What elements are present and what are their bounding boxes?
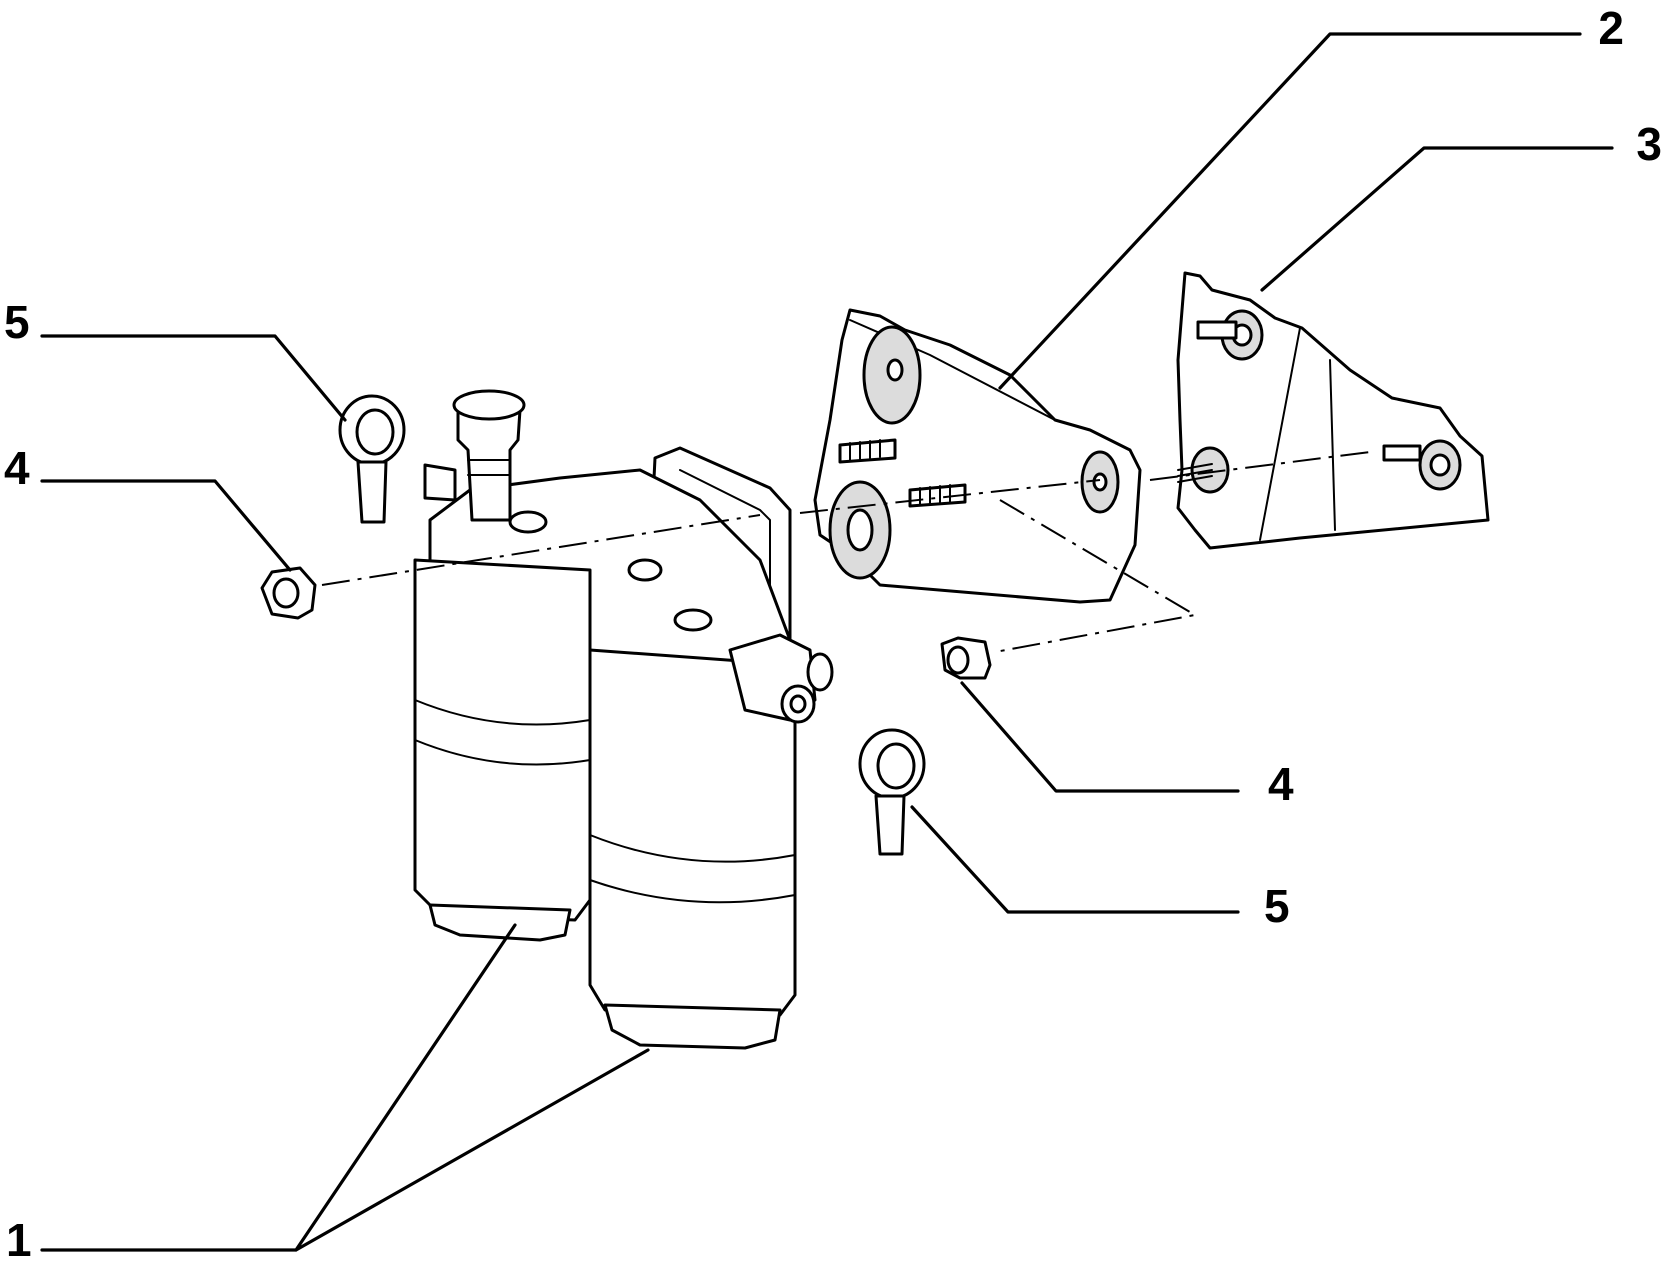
part-5-banjo-fitting-left (338, 394, 406, 524)
callout-3: 3 (1636, 118, 1662, 170)
part-1-fuel-filter-assembly (413, 389, 834, 1050)
leader-lines (40, 32, 1614, 1252)
callout-5-right: 5 (1264, 880, 1290, 932)
part-3-rear-plate (1176, 271, 1490, 550)
part-4-nut-right (940, 636, 992, 680)
part-4-nut-left (260, 566, 317, 620)
callout-4-left: 4 (4, 442, 30, 494)
callout-2: 2 (1598, 2, 1624, 54)
callout-4-right: 4 (1268, 758, 1294, 810)
callout-5-left: 5 (4, 296, 30, 348)
assembly-axes (321, 451, 1371, 653)
callout-1: 1 (6, 1214, 32, 1264)
part-5-banjo-fitting-right (858, 728, 926, 856)
part-2-bracket (813, 308, 1142, 604)
callout-labels: 2 3 5 4 4 5 1 (4, 2, 1662, 1264)
